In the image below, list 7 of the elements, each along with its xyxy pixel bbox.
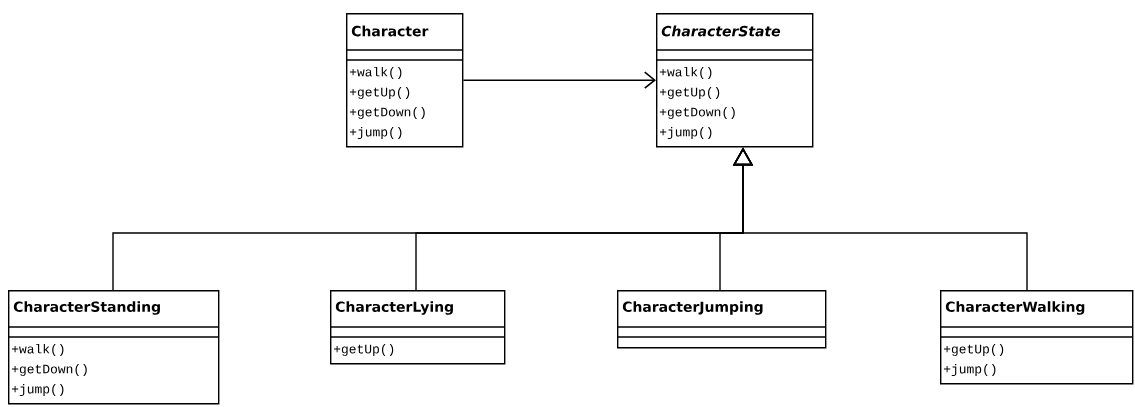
class-box: CharacterStanding +walk() +getDown() +jump(): [7, 290, 220, 405]
class-box: CharacterState +walk() +getUp() +getDown() +jump(): [655, 13, 814, 148]
class-box: CharacterWalking +getUp() +jump(): [939, 290, 1134, 385]
class-box: CharacterJumping: [616, 290, 827, 349]
class-box: CharacterLying +getUp(): [329, 290, 506, 365]
arrow: [462, 71, 656, 89]
class-box: Character +walk() +getUp() +getDown() +jump(): [345, 13, 464, 148]
